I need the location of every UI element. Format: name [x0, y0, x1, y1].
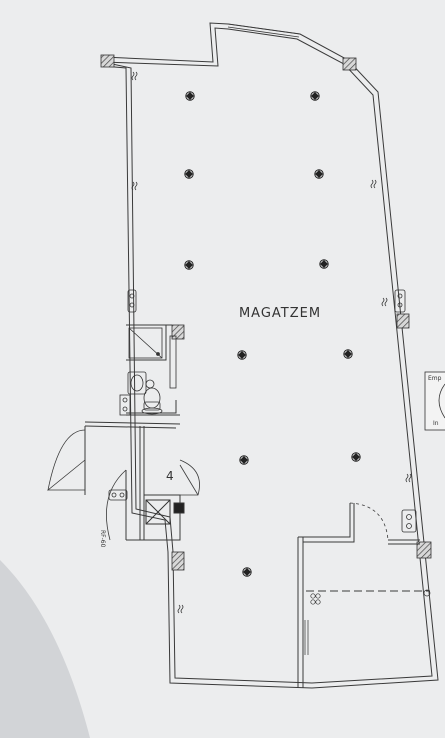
electrical-panel-icon	[108, 289, 417, 533]
photo-shadow	[0, 560, 90, 738]
interior-partitions	[84, 324, 430, 688]
sink-icon	[127, 371, 155, 395]
doors	[47, 429, 389, 541]
door-rating-label: RF-60	[99, 530, 106, 548]
room-label: MAGATZEM	[239, 306, 321, 321]
toilet-icon	[141, 387, 163, 415]
legend-text-top: Emp	[428, 375, 442, 382]
elevator-icon	[145, 499, 185, 525]
structural-columns	[100, 54, 432, 571]
fire-hose-icon	[304, 589, 431, 655]
legend-text-bottom: In	[433, 420, 439, 427]
radiator-icon	[131, 71, 412, 614]
top-window	[227, 23, 301, 38]
room-number: 4	[166, 469, 174, 483]
legend-box	[424, 371, 445, 431]
pipe-column	[119, 335, 177, 416]
shower-tray-icon	[128, 327, 163, 359]
